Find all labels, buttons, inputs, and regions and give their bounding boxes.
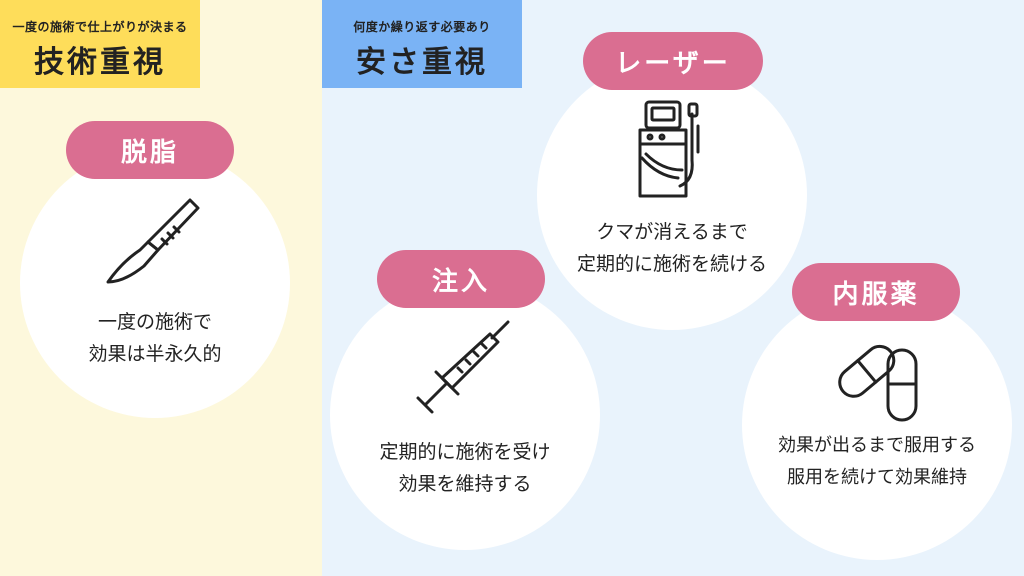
- laser-label: レーザー: [583, 32, 763, 90]
- price-subtitle: 何度か繰り返す必要あり: [353, 20, 491, 34]
- technique-header: 一度の施術で仕上がりが決まる 技術重視: [0, 0, 200, 88]
- capsule-pill-icon: [838, 344, 918, 422]
- price-title: 安さ重視: [356, 45, 488, 80]
- scalpel-icon: [106, 198, 200, 284]
- laser-line-2: 定期的に施術を続ける: [576, 253, 767, 275]
- medicine-description: 効果が出るまで服用する 服用を続けて効果維持: [742, 430, 1012, 494]
- injection-circle: [330, 280, 600, 550]
- price-header: 何度か繰り返す必要あり 安さ重視: [322, 0, 522, 88]
- medicine-circle: [742, 290, 1012, 560]
- fat-removal-line-1: 一度の施術で: [97, 311, 212, 333]
- medicine-line-1: 効果が出るまで服用する: [778, 435, 976, 456]
- fat-removal-label: 脱脂: [66, 121, 234, 179]
- syringe-icon: [416, 320, 510, 414]
- injection-line-1: 定期的に施術を受け: [379, 441, 551, 463]
- medicine-line-2: 服用を続けて効果維持: [787, 467, 967, 488]
- technique-title: 技術重視: [34, 45, 166, 80]
- laser-line-1: クマが消えるまで: [596, 221, 748, 243]
- laser-machine-icon: [638, 100, 700, 198]
- medicine-label: 内服薬: [792, 263, 960, 321]
- fat-removal-description: 一度の施術で 効果は半永久的: [20, 306, 290, 370]
- technique-subtitle: 一度の施術で仕上がりが決まる: [12, 20, 188, 34]
- injection-label: 注入: [377, 250, 545, 308]
- laser-description: クマが消えるまで 定期的に施術を続ける: [537, 216, 807, 280]
- injection-description: 定期的に施術を受け 効果を維持する: [330, 436, 600, 500]
- fat-removal-circle: [20, 148, 290, 418]
- injection-line-2: 効果を維持する: [398, 473, 532, 495]
- fat-removal-line-2: 効果は半永久的: [88, 343, 222, 365]
